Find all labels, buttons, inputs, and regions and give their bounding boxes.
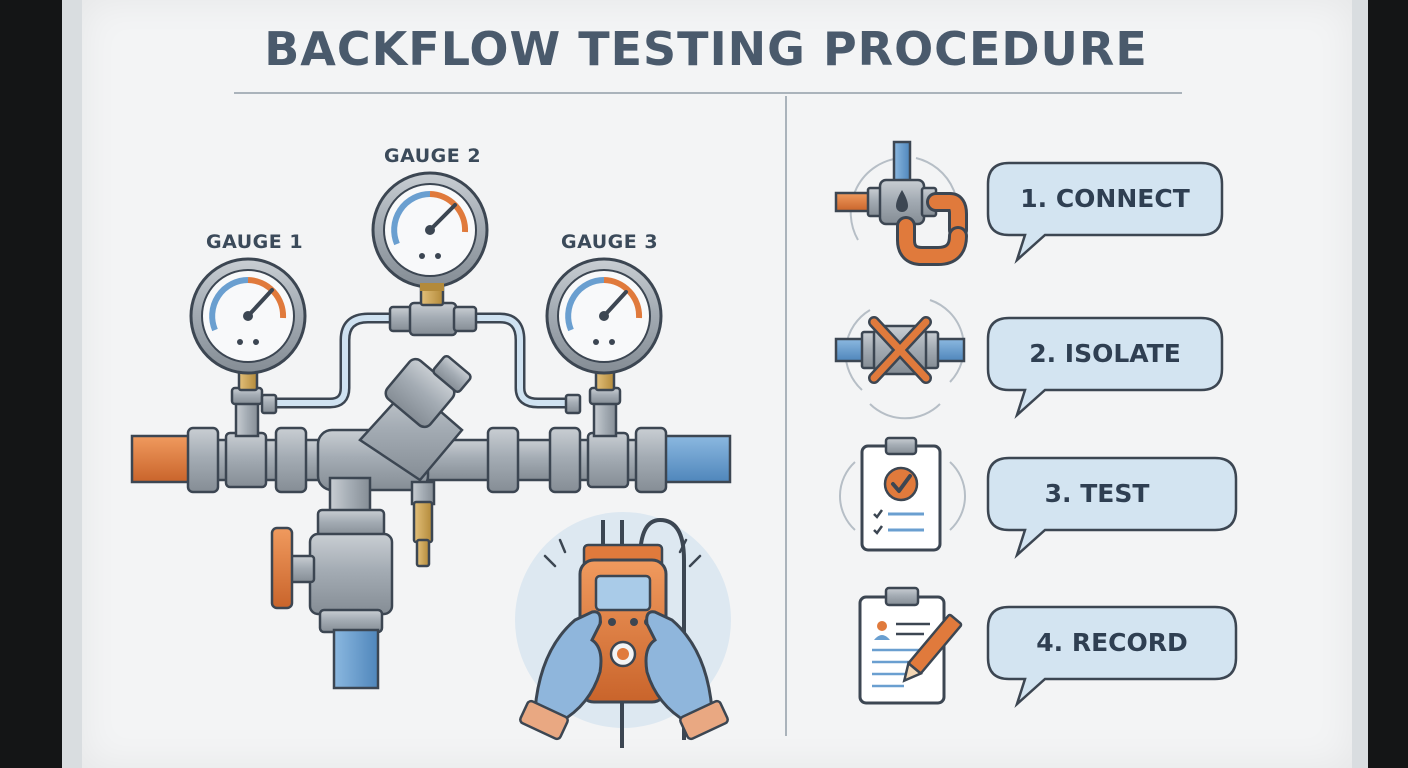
speech-bubble <box>986 605 1238 708</box>
step-1-label: 1. CONNECT <box>1020 184 1190 213</box>
speech-bubble <box>986 316 1224 419</box>
gauge-3-label: GAUGE 3 <box>561 231 659 253</box>
shutoff-valve-handle <box>270 526 294 610</box>
step-3-label: 3. TEST <box>1044 479 1150 508</box>
gauge-2-dial <box>371 171 489 291</box>
step-1-connect: 1. CONNECT <box>986 161 1224 264</box>
speech-bubble <box>986 456 1238 559</box>
step-2-isolate: 2. ISOLATE <box>986 316 1224 419</box>
record-clipboard-icon <box>858 586 963 705</box>
checklist-clipboard-icon <box>838 436 967 552</box>
pipe-tee-connect-icon <box>834 140 968 266</box>
step-2-label: 2. ISOLATE <box>1029 339 1181 368</box>
speech-bubble <box>986 161 1224 264</box>
step-3-test: 3. TEST <box>986 456 1238 559</box>
step-4-record: 4. RECORD <box>986 605 1238 708</box>
valve-closed-icon <box>834 299 966 420</box>
gauge-1-label: GAUGE 1 <box>206 231 304 253</box>
title-underline <box>234 92 1182 94</box>
test-kit-device-icon <box>515 512 731 748</box>
gauge-1-dial <box>189 257 307 375</box>
gauge-2-label: GAUGE 2 <box>384 145 482 167</box>
page-title: BACKFLOW TESTING PROCEDURE <box>264 22 1148 76</box>
step-4-label: 4. RECORD <box>1036 628 1188 657</box>
column-divider <box>785 96 787 736</box>
gauge-3-dial <box>545 257 663 375</box>
